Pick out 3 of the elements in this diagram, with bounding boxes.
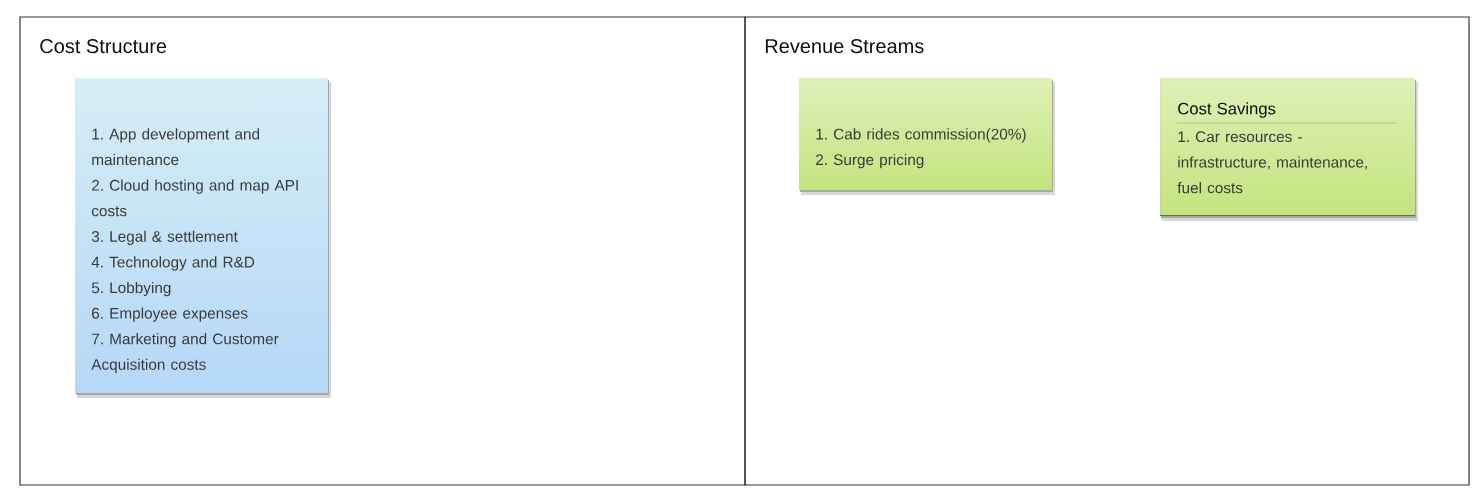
sticky-note: 1. Cab rides commission(20%) 2. Surge pricing <box>799 78 1055 195</box>
sticky-note: Cost Savings 1. Car resources - infrastructure, maintenance, fuel costs <box>1160 78 1418 221</box>
sticky-note: 1. App development and maintenance 2. Cloud hosting and map API costs 3. Legal & settlement 4. Technology and R&D 5. Lobbying 6. Employee expenses 7. Marketing and Customer Acquisition costs <box>75 78 331 398</box>
